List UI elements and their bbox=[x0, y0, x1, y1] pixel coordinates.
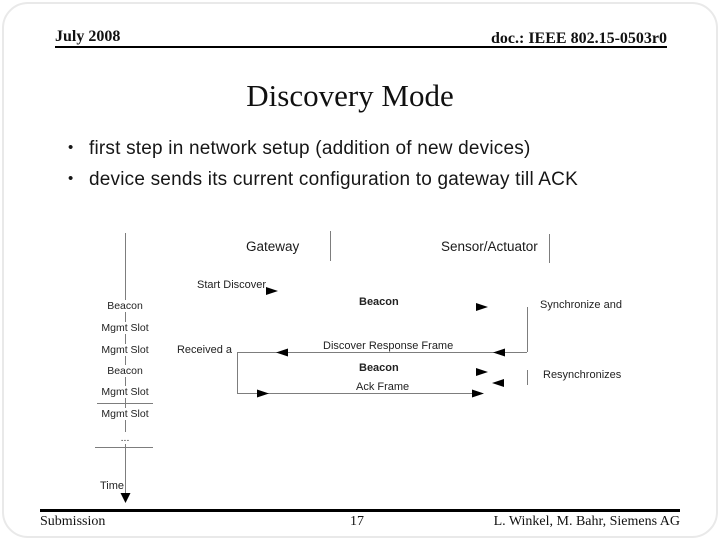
footer-authors: L. Winkel, M. Bahr, Siemens AG bbox=[493, 514, 680, 529]
discover-response-label: Discover Response Frame bbox=[323, 340, 454, 352]
right-arrow-icon bbox=[266, 287, 278, 295]
ack-frame-label: Ack Frame bbox=[356, 381, 410, 393]
header-doc-number: doc.: IEEE 802.15-0503r0 bbox=[491, 30, 667, 47]
column-gateway: Gateway bbox=[246, 239, 300, 254]
right-arrow-icon bbox=[257, 389, 269, 398]
bullet-list: • first step in network setup (addition … bbox=[66, 138, 686, 200]
timeline-slot-label: Beacon bbox=[104, 300, 146, 312]
timeline-slot-label: ... bbox=[117, 432, 133, 444]
bullet-icon: • bbox=[68, 170, 74, 187]
footer-submission: Submission bbox=[40, 514, 106, 529]
bullet-text: device sends its current configuration t… bbox=[89, 169, 578, 190]
down-arrow-icon bbox=[120, 493, 131, 503]
header-divider bbox=[55, 46, 667, 48]
right-arrow-icon bbox=[476, 368, 488, 376]
timeline-slot-label: Mgmt Slot bbox=[98, 386, 152, 398]
resynchronizes-label: Resynchronizes bbox=[543, 369, 622, 381]
start-discover-label: Start Discover bbox=[197, 279, 267, 291]
right-arrow-icon bbox=[472, 389, 484, 398]
timeline-slot-label: Mgmt Slot bbox=[98, 344, 152, 356]
footer-divider bbox=[40, 509, 680, 512]
time-label: Time bbox=[100, 480, 125, 492]
column-sensor-actuator: Sensor/Actuator bbox=[441, 239, 538, 254]
left-arrow-icon bbox=[492, 379, 504, 387]
beacon-message-label: Beacon bbox=[359, 296, 399, 308]
footer-page-number: 17 bbox=[350, 514, 364, 529]
beacon-message-label: Beacon bbox=[359, 362, 399, 374]
header-date: July 2008 bbox=[55, 28, 121, 45]
list-item: • device sends its current configuration… bbox=[66, 169, 686, 191]
bullet-icon: • bbox=[68, 139, 74, 156]
list-item: • first step in network setup (addition … bbox=[66, 138, 686, 160]
left-arrow-icon bbox=[493, 348, 505, 357]
timeline-slot-label: Mgmt Slot bbox=[98, 408, 152, 420]
left-arrow-icon bbox=[276, 348, 288, 357]
bullet-text: first step in network setup (addition of… bbox=[89, 138, 531, 159]
page-title: Discovery Mode bbox=[246, 78, 454, 113]
right-arrow-icon bbox=[476, 303, 488, 311]
received-label: Received a bbox=[176, 344, 232, 356]
synchronize-label: Synchronize and bbox=[540, 299, 622, 311]
timeline-slot-label: Beacon bbox=[104, 365, 146, 377]
timeline-slot-label: Mgmt Slot bbox=[98, 322, 152, 334]
